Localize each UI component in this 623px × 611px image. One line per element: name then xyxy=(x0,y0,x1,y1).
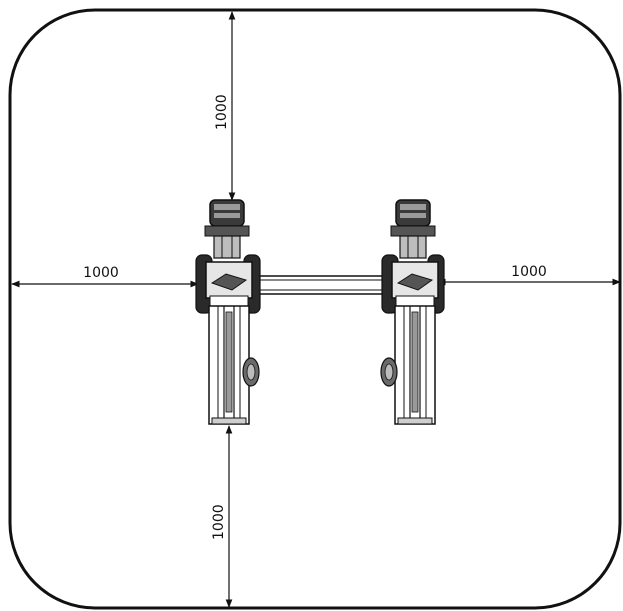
dimension-label-right: 1000 xyxy=(511,264,547,280)
connecting-beam xyxy=(257,275,385,295)
machine-unit-left xyxy=(195,199,261,425)
clearance-boundary xyxy=(8,8,622,610)
machine-unit-right xyxy=(380,199,445,425)
dimension-label-left: 1000 xyxy=(83,265,119,281)
dimension-label-top: 1000 xyxy=(214,94,230,130)
dimension-label-bottom: 1000 xyxy=(211,504,227,540)
